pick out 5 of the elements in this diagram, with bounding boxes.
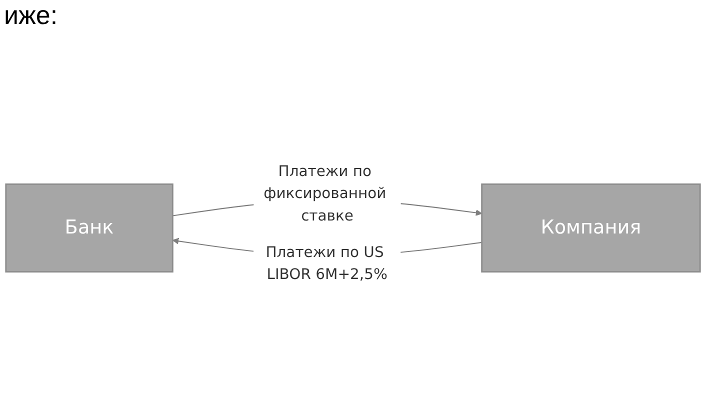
edge-label: Платежи по US LIBOR 6M+2,5% [266,243,388,283]
heading-fragment: иже: [4,0,58,30]
node-box: Банк [5,184,174,273]
node-box: Компания [481,184,701,273]
edge-label: Платежи по фиксированной ставке [264,162,386,224]
